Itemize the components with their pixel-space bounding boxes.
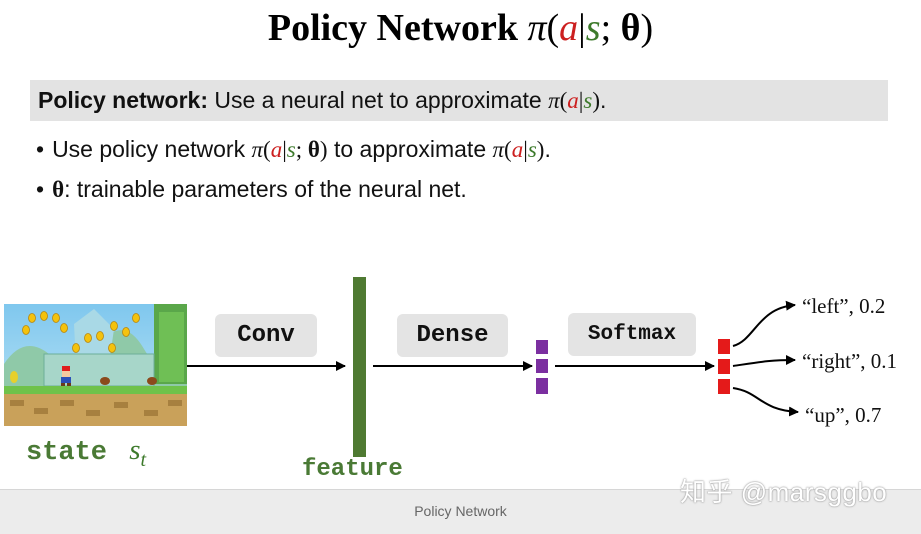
slide: Policy Network π(a|s; θ) Policy network:… <box>0 0 921 490</box>
state-label: state st <box>26 434 147 471</box>
pi-symbol: π <box>548 88 560 113</box>
bullet-1-formula-2: π(a|s) <box>493 137 545 162</box>
bullet-item-2: • θ: trainable parameters of the neural n… <box>36 176 467 203</box>
softmax-output-cell <box>718 379 730 394</box>
semicolon: ; <box>600 7 621 49</box>
dense-vector-cell <box>536 340 548 354</box>
dense-layer-box: Dense <box>397 314 508 357</box>
state-subscript: t <box>140 449 147 471</box>
dense-label: Dense <box>416 322 489 349</box>
bullet-item-1: •Use policy network π(a|s; θ) to approxi… <box>36 136 551 163</box>
lparen: ( <box>504 137 512 162</box>
image-caption: Policy Network <box>414 503 507 519</box>
lparen: ( <box>559 88 568 113</box>
theta-symbol: θ <box>307 137 320 162</box>
diagram-arrows <box>187 277 799 457</box>
conv-layer-box: Conv <box>215 314 317 357</box>
rparen: ) <box>536 137 545 162</box>
softmax-output-cell <box>718 339 730 354</box>
slide-title: Policy Network π(a|s; θ) <box>0 6 921 50</box>
state-word: state <box>26 438 108 468</box>
output-right: “right”, 0.1 <box>802 349 898 373</box>
rparen: ) <box>640 7 654 49</box>
definition-text: Policy network: Use a neural net to appr… <box>38 87 606 114</box>
state-var-symbol: s <box>129 434 141 466</box>
theta-symbol: θ <box>620 7 641 49</box>
title-text: Policy Network <box>267 7 528 49</box>
dense-vector-cell <box>536 378 548 394</box>
output-left: “left”, 0.2 <box>802 294 886 318</box>
bar: | <box>578 7 586 49</box>
semicolon: ; <box>295 137 308 162</box>
definition-formula: π(a|s) <box>548 88 600 113</box>
state-image <box>4 304 187 426</box>
dense-vector-cell <box>536 359 548 373</box>
softmax-output-cell <box>718 359 730 374</box>
bullet-dot: • <box>36 136 45 162</box>
bar: | <box>523 137 528 162</box>
watermark: 知乎 @marsggbo <box>680 477 888 507</box>
bullet-1-formula: π(a|s; θ) <box>251 137 327 162</box>
lparen: ( <box>546 7 560 49</box>
feature-label: feature <box>302 456 403 483</box>
bullet-1-prefix: Use policy network <box>52 136 252 162</box>
rparen: ) <box>592 88 601 113</box>
output-up: “up”, 0.7 <box>805 403 882 427</box>
bar: | <box>282 137 287 162</box>
action-var: a <box>511 137 524 162</box>
feature-vector <box>353 277 366 457</box>
definition-body: Use a neural net to approximate <box>207 87 549 113</box>
state-var: s <box>527 137 537 162</box>
bullet-1-end: . <box>544 136 551 162</box>
state-var: s <box>583 88 593 113</box>
definition-label: Policy network: <box>38 87 208 113</box>
state-var: s <box>585 7 601 49</box>
arrow-to-up <box>732 387 799 417</box>
state-var: s <box>286 137 296 162</box>
arrow-to-right <box>732 355 796 367</box>
arrow-to-left <box>732 300 796 347</box>
game-scene-icon <box>4 304 187 426</box>
bullet-2-text: : trainable parameters of the neural net… <box>64 176 467 202</box>
title-formula: π(a|s; θ) <box>527 7 653 49</box>
rparen: ) <box>319 137 328 162</box>
softmax-layer-box: Softmax <box>568 313 696 356</box>
action-var: a <box>270 137 283 162</box>
bullet-dot: • <box>36 176 45 202</box>
conv-label: Conv <box>237 322 295 349</box>
theta-symbol: θ <box>52 177 65 202</box>
pi-symbol: π <box>492 137 505 162</box>
action-var: a <box>567 88 579 113</box>
definition-banner <box>30 80 888 121</box>
bar: | <box>578 88 584 113</box>
softmax-label: Softmax <box>587 323 677 346</box>
period: . <box>600 87 607 113</box>
pi-symbol: π <box>251 137 264 162</box>
bullet-1-mid: to approximate <box>327 136 493 162</box>
lparen: ( <box>263 137 271 162</box>
pi-symbol: π <box>527 7 547 49</box>
action-var: a <box>559 7 579 49</box>
